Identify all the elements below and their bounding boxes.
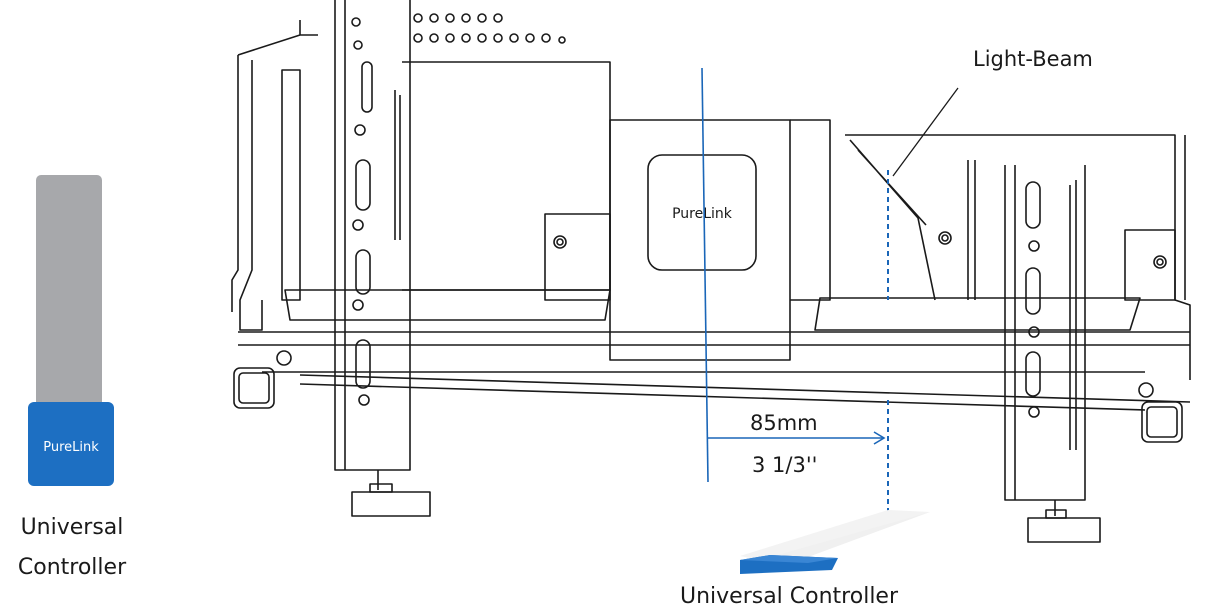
controller-illustration: PureLink [28, 175, 114, 486]
video-wall-stand [231, 0, 1191, 543]
right-shelf [814, 297, 1141, 331]
left-inner-plate [281, 69, 301, 301]
right-foot-cap [1141, 401, 1183, 443]
controller-body [28, 402, 114, 486]
right-rear-plate [967, 160, 976, 300]
sensor-window [647, 154, 757, 271]
controller-side-label-line2: Controller [18, 555, 127, 580]
left-upright-post [334, 0, 411, 471]
sensor-center-line [701, 67, 709, 483]
left-shelf [284, 289, 611, 321]
controller-stem [36, 175, 102, 415]
left-foot-cap [233, 367, 275, 409]
controller-brand-label: PureLink [43, 440, 99, 455]
dimension-arrowhead [873, 431, 886, 445]
right-inner-bracket [849, 139, 936, 301]
light-spread [770, 512, 930, 560]
right-upright-post [1004, 165, 1086, 501]
light-spread-inner [740, 510, 930, 560]
center-housing-right [790, 119, 831, 301]
left-outer-bracket [239, 60, 263, 331]
horizontal-beam [238, 331, 1190, 411]
left-panel-outline [231, 20, 318, 312]
light-beam-leader [892, 87, 959, 177]
sensor-window-brand: PureLink [672, 206, 733, 222]
beam-lower-edge [299, 374, 1191, 403]
right-leveling-foot [1027, 500, 1101, 543]
ventilation-holes [413, 13, 566, 44]
right-mount-plate [1124, 229, 1176, 301]
annotations [701, 67, 889, 512]
controller-side-label-line1: Universal [21, 515, 124, 540]
left-leveling-foot [351, 470, 431, 517]
center-housing [402, 61, 611, 291]
floor-controller-label: Universal Controller [680, 584, 899, 609]
dimension-metric: 85mm [750, 411, 818, 435]
dimension-imperial: 3 1/3'' [752, 453, 817, 477]
light-beam-label: Light-Beam [973, 47, 1093, 71]
center-mount-plate-left [544, 213, 611, 301]
